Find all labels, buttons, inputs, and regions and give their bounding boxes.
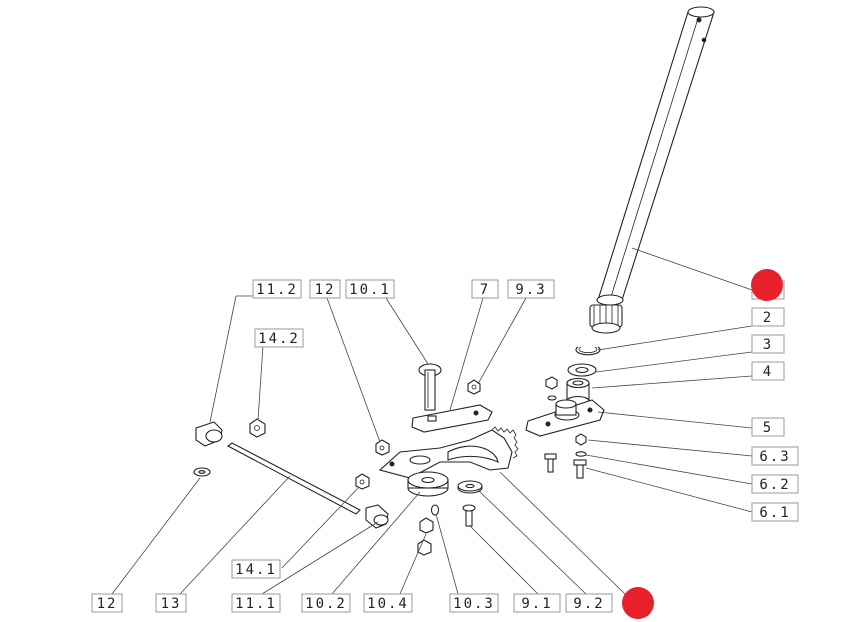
callout-label: 3 (763, 337, 773, 353)
callout-label: 10.3 (453, 596, 495, 612)
callout-c-7: 7 (471, 279, 499, 299)
rod-end-11-2 (195, 421, 223, 447)
callout-c-9-1: 9.1 (513, 593, 561, 613)
callout-label: 11.2 (256, 282, 298, 298)
carriage-bolt-part (418, 363, 442, 411)
nut-10-4 (419, 517, 434, 534)
callout-c-12b: 12 (91, 593, 123, 613)
callout-c-11-1: 11.1 (231, 593, 281, 613)
callout-c-10-2: 10.2 (301, 593, 351, 613)
callout-label: 2 (763, 310, 773, 326)
red-marker-lower (622, 587, 654, 619)
tie-rod-part (226, 442, 361, 515)
callout-c-6-2: 6.2 (751, 474, 799, 494)
callout-c-10-1: 10.1 (345, 279, 395, 299)
callout-label: 14.2 (258, 331, 300, 347)
callout-c-1 (751, 269, 785, 301)
nut-6-3 (575, 433, 587, 446)
callout-c-10-3: 10.3 (449, 593, 499, 613)
callout-label: 4 (763, 364, 773, 380)
leader-lines (111, 247, 753, 595)
callout-label: 14.1 (235, 562, 277, 578)
callout-c-5: 5 (751, 417, 785, 437)
pinion-gear (589, 304, 623, 334)
callout-c-14-2: 14.2 (254, 328, 304, 348)
washer-10-3 (430, 504, 440, 516)
callout-label: 7 (480, 282, 490, 298)
callout-label: 6.1 (759, 505, 790, 521)
callout-c-13: 13 (155, 593, 187, 613)
callout-label: 12 (315, 282, 336, 298)
callout-label: 9.1 (521, 596, 552, 612)
callout-c-10-4: 10.4 (363, 593, 413, 613)
callout-label: 9.2 (573, 596, 604, 612)
red-marker-upper (751, 269, 783, 301)
small-nut-upper (545, 376, 558, 390)
callout-label: 9.3 (515, 282, 546, 298)
shaft-part (589, 6, 715, 334)
nut-14-2 (249, 418, 266, 438)
callout-label: 6.2 (759, 477, 790, 493)
small-washer-upper (547, 395, 557, 401)
pulley-washer-10-2 (407, 471, 449, 497)
callout-label: 11.1 (235, 596, 277, 612)
retaining-clip-part (575, 346, 601, 356)
callout-label: 10.2 (305, 596, 347, 612)
nut-14-1 (355, 473, 370, 490)
nut-12-upper (375, 439, 390, 456)
callout-c-2: 2 (751, 307, 785, 327)
nut-9-3 (467, 379, 481, 395)
bolt-9-1 (462, 504, 476, 527)
callout-c-14-1: 14.1 (231, 559, 281, 579)
washer-6-2 (575, 451, 587, 457)
nut-12-lower (193, 467, 211, 477)
callout-label: 10.1 (349, 282, 391, 298)
callout-c-6-1: 6.1 (751, 502, 799, 522)
mounting-plate-part (525, 399, 605, 437)
washer-part-3 (567, 363, 597, 377)
washer-9-2 (457, 480, 483, 494)
callout-c-3: 3 (751, 334, 785, 354)
callout-c-4: 4 (751, 361, 785, 381)
callout-c-9-2: 9.2 (565, 593, 613, 613)
callout-c-12a: 12 (309, 279, 341, 299)
callout-label: 10.4 (367, 596, 409, 612)
bolt-6-1 (573, 459, 587, 479)
rod-end-11-1 (365, 504, 389, 529)
callout-label: 6.3 (759, 449, 790, 465)
callout-label: 12 (97, 596, 118, 612)
callout-label: 13 (161, 596, 182, 612)
sector-gear-plate (378, 426, 519, 479)
bolt-6-1-left (544, 453, 557, 473)
link-bar-part (411, 404, 493, 433)
callout-c-11-2: 11.2 (252, 279, 302, 299)
callout-c-9-3: 9.3 (507, 279, 555, 299)
callout-c-6-3: 6.3 (751, 446, 799, 466)
callout-label: 5 (763, 420, 773, 436)
